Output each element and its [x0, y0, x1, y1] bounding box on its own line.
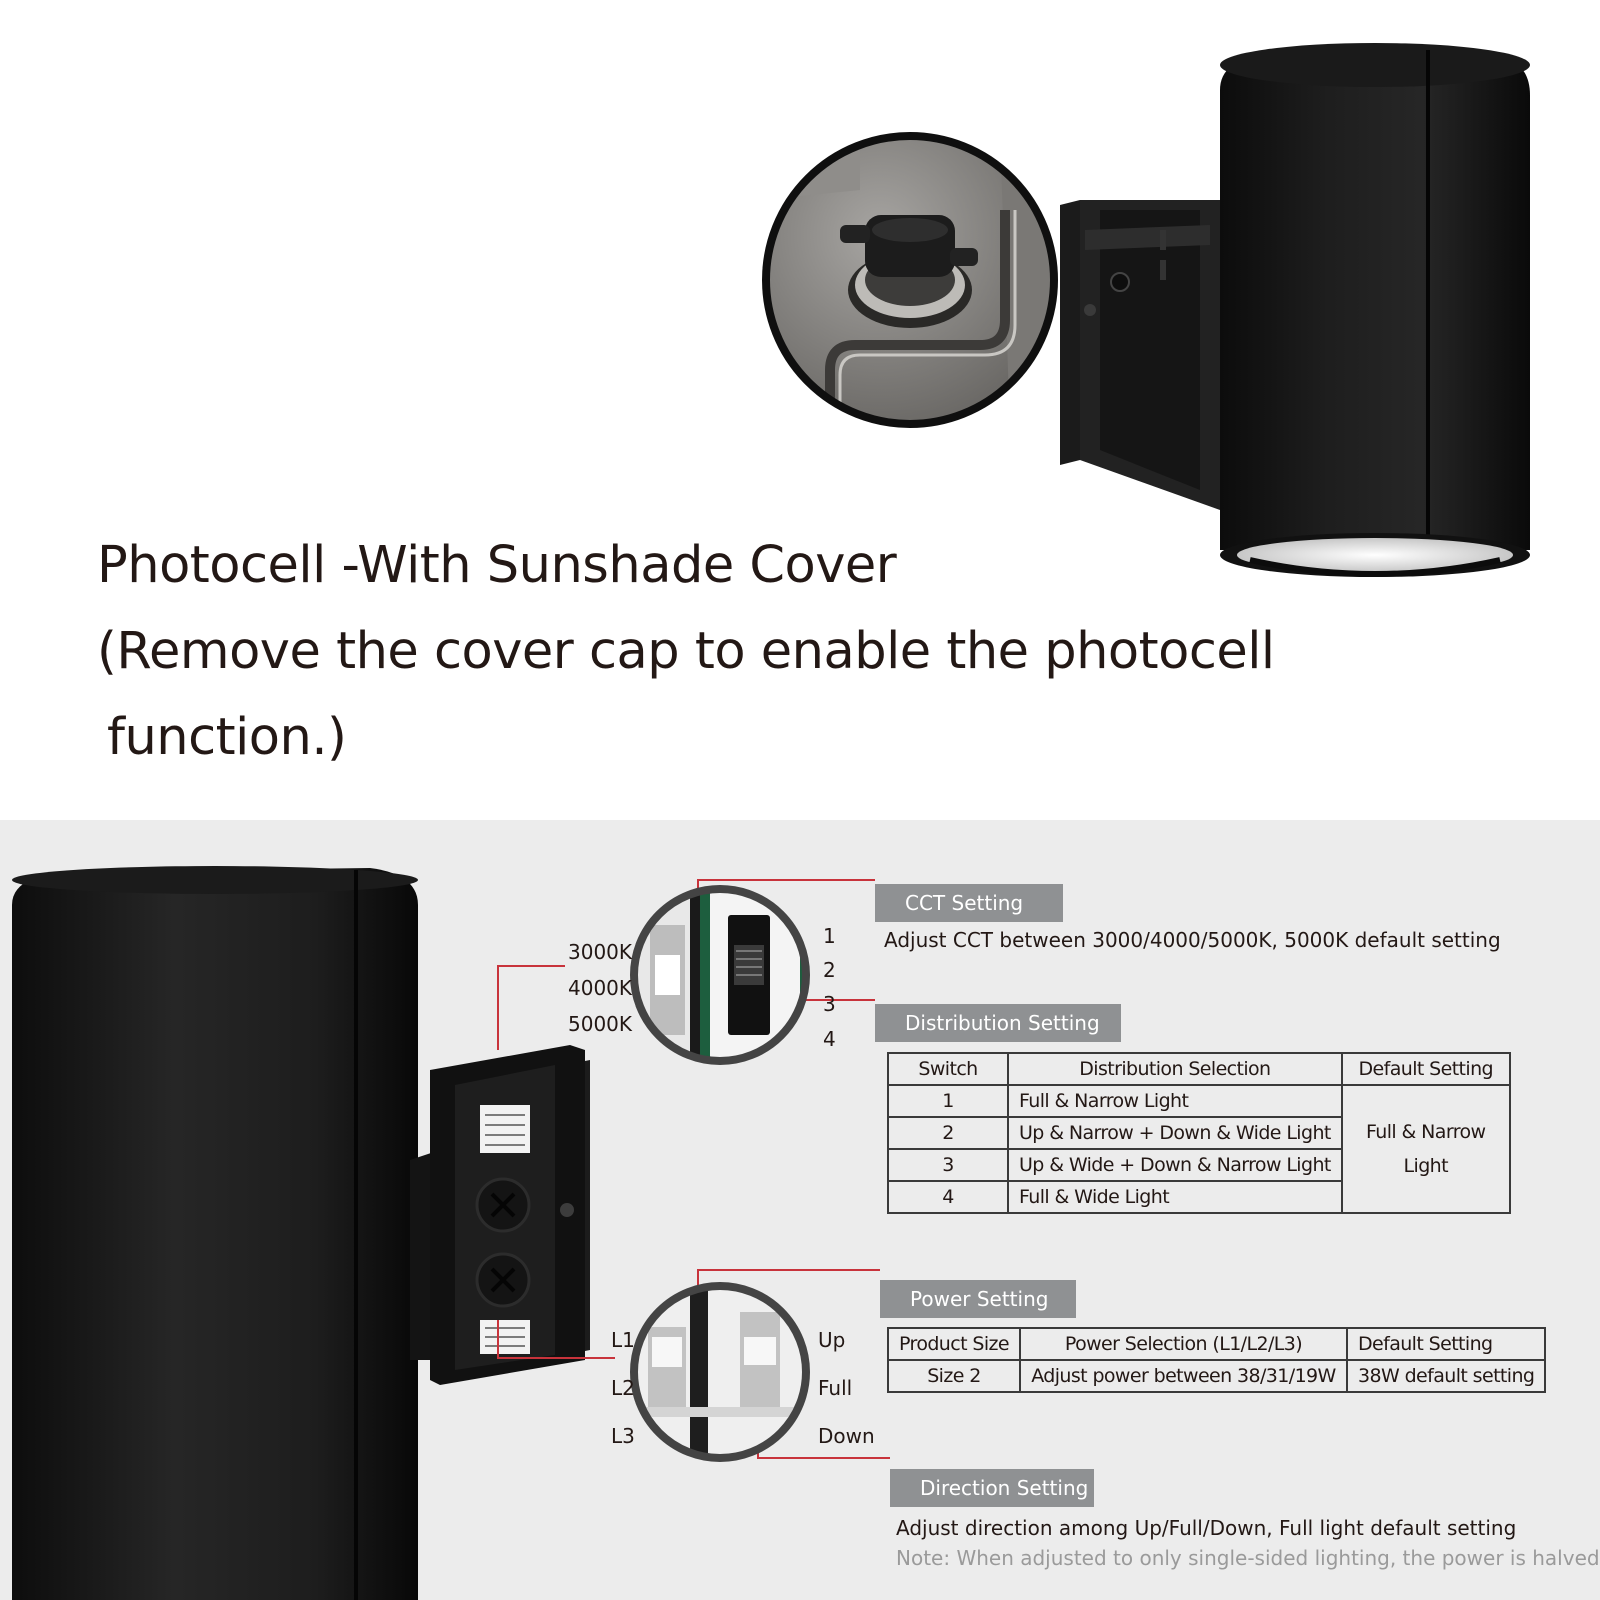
switch-number-1: 1 — [823, 924, 836, 948]
settings-section: 3000K 4000K 5000K 1 2 3 4 CCT Setting Ad… — [0, 820, 1600, 1600]
cct-switch-zoom-image — [630, 885, 810, 1065]
distribution-header-switch: Switch — [887, 1052, 1009, 1086]
power-selection-cell: Adjust power between 38/31/19W — [1018, 1359, 1348, 1393]
distribution-switch-cell: 3 — [887, 1148, 1009, 1182]
fixture-control-box-image — [12, 866, 590, 1600]
direction-setting-description: Adjust direction among Up/Full/Down, Ful… — [896, 1516, 1517, 1540]
distribution-setting-tag: Distribution Setting — [875, 1004, 1121, 1042]
power-default-cell: 38W default setting — [1345, 1359, 1547, 1393]
switch-number-2: 2 — [823, 958, 836, 982]
cct-option-5000k: 5000K — [568, 1012, 633, 1036]
switch-number-3: 3 — [823, 992, 836, 1016]
photocell-section: Photocell -With Sunshade Cover (Remove t… — [97, 43, 1530, 767]
cct-option-4000k: 4000K — [568, 976, 633, 1000]
cct-option-3000k: 3000K — [568, 940, 633, 964]
distribution-selection-cell: Full & Wide Light — [1007, 1180, 1343, 1214]
distribution-selection-cell: Up & Narrow + Down & Wide Light — [1007, 1116, 1343, 1150]
cct-setting-description: Adjust CCT between 3000/4000/5000K, 5000… — [884, 928, 1501, 952]
distribution-header-default: Default Setting — [1340, 1052, 1511, 1086]
photocell-title: Photocell -With Sunshade Cover — [97, 536, 897, 595]
power-size-cell: Size 2 — [887, 1359, 1021, 1393]
power-setting-tag: Power Setting — [880, 1280, 1076, 1318]
power-switch-zoom-image — [630, 1282, 810, 1462]
distribution-switch-cell: 1 — [887, 1084, 1009, 1118]
direction-option-full: Full — [818, 1376, 853, 1400]
direction-option-down: Down — [818, 1424, 875, 1448]
distribution-header-selection: Distribution Selection — [1007, 1052, 1343, 1086]
power-level-l2: L2 — [611, 1376, 635, 1400]
switch-number-4: 4 — [823, 1027, 836, 1051]
cct-setting-tag: CCT Setting — [875, 884, 1063, 922]
table-row: 2 Up & Narrow + Down & Wide Light — [887, 1116, 1510, 1150]
table-row: 3 Up & Wide + Down & Narrow Light — [887, 1148, 1510, 1182]
table-row: Size 2 Adjust power between 38/31/19W 38… — [887, 1359, 1547, 1393]
distribution-default-line-2: Light — [1403, 1155, 1449, 1177]
distribution-default-cell: Full & Narrow Light — [1340, 1084, 1511, 1214]
photocell-subtitle-line-1: (Remove the cover cap to enable the phot… — [97, 622, 1275, 681]
distribution-selection-cell: Full & Narrow Light — [1007, 1084, 1343, 1118]
direction-setting-note: Note: When adjusted to only single-sided… — [896, 1546, 1600, 1570]
power-header-selection: Power Selection (L1/L2/L3) — [1018, 1327, 1348, 1361]
power-table: Product Size Power Selection (L1/L2/L3) … — [887, 1327, 1547, 1393]
distribution-switch-cell: 4 — [887, 1180, 1009, 1214]
table-row: 4 Full & Wide Light — [887, 1180, 1510, 1214]
direction-setting-tag: Direction Setting — [890, 1469, 1094, 1507]
photocell-zoom-image — [762, 132, 1058, 428]
direction-option-up: Up — [818, 1328, 846, 1352]
distribution-table: Switch Distribution Selection Default Se… — [887, 1052, 1511, 1214]
power-level-l1: L1 — [611, 1328, 635, 1352]
power-header-default: Default Setting — [1345, 1327, 1547, 1361]
table-row: 1 Full & Narrow Light Full & Narrow Ligh… — [887, 1084, 1511, 1214]
power-header-size: Product Size — [887, 1327, 1021, 1361]
power-level-l3: L3 — [611, 1424, 635, 1448]
distribution-switch-cell: 2 — [887, 1116, 1009, 1150]
wall-light-fixture-image — [1060, 43, 1530, 577]
distribution-selection-cell: Up & Wide + Down & Narrow Light — [1007, 1148, 1343, 1182]
distribution-default-line-1: Full & Narrow — [1366, 1121, 1486, 1143]
photocell-subtitle-line-2: function.) — [107, 708, 347, 767]
